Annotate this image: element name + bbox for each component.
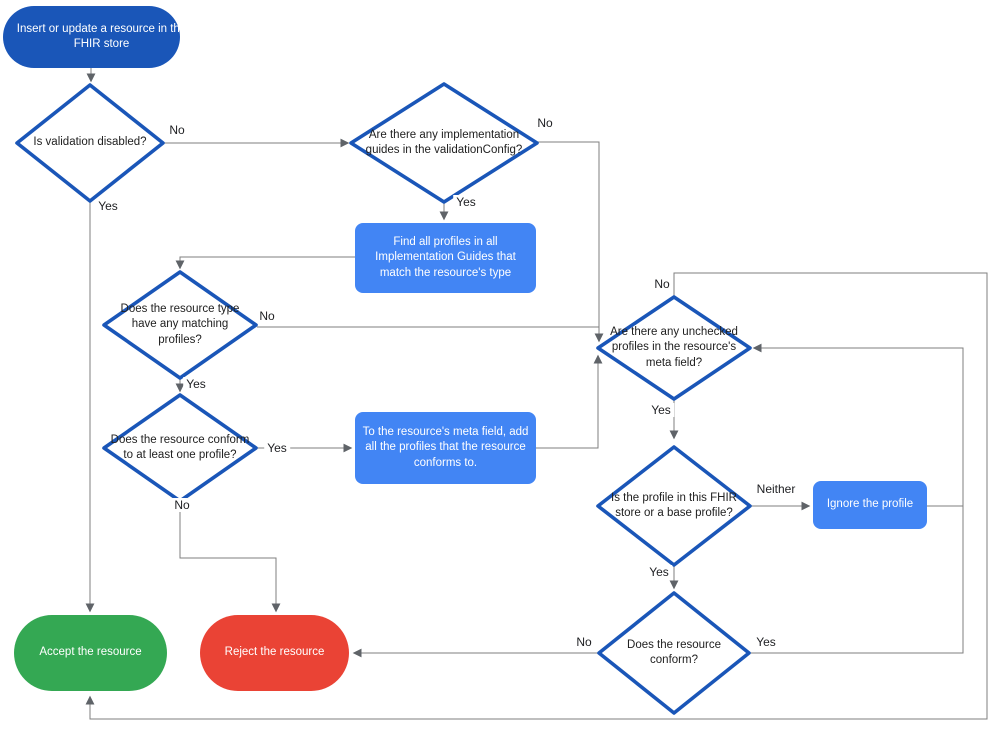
node-start-shape [3, 6, 180, 68]
node-ignore-profile-shape [813, 481, 927, 529]
node-add-profiles-meta-label: To the resource's meta field, add all th… [362, 425, 529, 469]
node-unchecked-profiles-shape [596, 295, 752, 401]
node-profile-in-store-label: Is the profile in this FHIR store or a b… [611, 491, 737, 519]
node-start-label: Insert or update a resource in the FHIR … [16, 22, 187, 50]
edge-label-guides-no: No [534, 116, 556, 130]
node-reject-shape [200, 615, 349, 691]
node-accept-shape [14, 615, 167, 691]
node-reject-label: Reject the resource [224, 646, 325, 659]
node-matching-profiles-label: Does the resource type have any matching… [120, 302, 240, 346]
node-conform-one-profile-label: Does the resource conform to at least on… [110, 433, 250, 461]
edge-label-profile-yes: Yes [646, 565, 672, 579]
node-accept-label: Accept the resource [39, 646, 142, 659]
edge-label-validation-yes: Yes [95, 199, 121, 213]
edge-label-guides-yes: Yes [453, 195, 479, 209]
edge-conform-one-no-to-reject [179, 501, 281, 613]
node-resource-conform-shape [597, 591, 751, 715]
node-implementation-guides-label: Are there any implementation guides in t… [365, 128, 523, 156]
edge-guides-no-to-unchecked [538, 141, 604, 343]
node-find-profiles-label: Find all profiles in all Implementation … [375, 235, 516, 279]
node-find-profiles-shape [355, 223, 536, 293]
node-unchecked-profiles-label: Are there any unchecked profiles in the … [610, 325, 738, 369]
edge-unchecked-no-to-accept [85, 272, 988, 720]
node-add-profiles-meta-shape [355, 412, 536, 484]
edge-conform-yes-loop [749, 343, 964, 654]
node-profile-in-store-shape [596, 445, 752, 567]
edge-label-conform-yes: Yes [753, 635, 779, 649]
node-validation-disabled-label: Is validation disabled? [33, 136, 147, 149]
edge-label-unchecked-no: No [651, 277, 673, 291]
edge-label-validation-no: No [166, 123, 188, 137]
edge-label-conform-one-yes: Yes [264, 441, 290, 455]
edge-meta-to-unchecked [536, 354, 603, 449]
edge-label-conform-one-no: No [171, 498, 193, 512]
node-resource-conform-label: Does the resource conform? [627, 638, 721, 666]
node-validation-disabled-shape [15, 83, 165, 203]
node-implementation-guides-shape [349, 82, 539, 204]
node-ignore-profile-label: Ignore the profile [826, 498, 914, 511]
edge-label-matching-yes: Yes [183, 377, 209, 391]
edge-label-conform-no: No [573, 635, 595, 649]
edge-label-matching-no: No [256, 309, 278, 323]
edge-label-unchecked-yes: Yes [648, 403, 674, 417]
node-matching-profiles-shape [102, 270, 258, 380]
edge-findprofiles-to-matching [175, 256, 355, 270]
edge-label-profile-neither: Neither [753, 482, 799, 496]
